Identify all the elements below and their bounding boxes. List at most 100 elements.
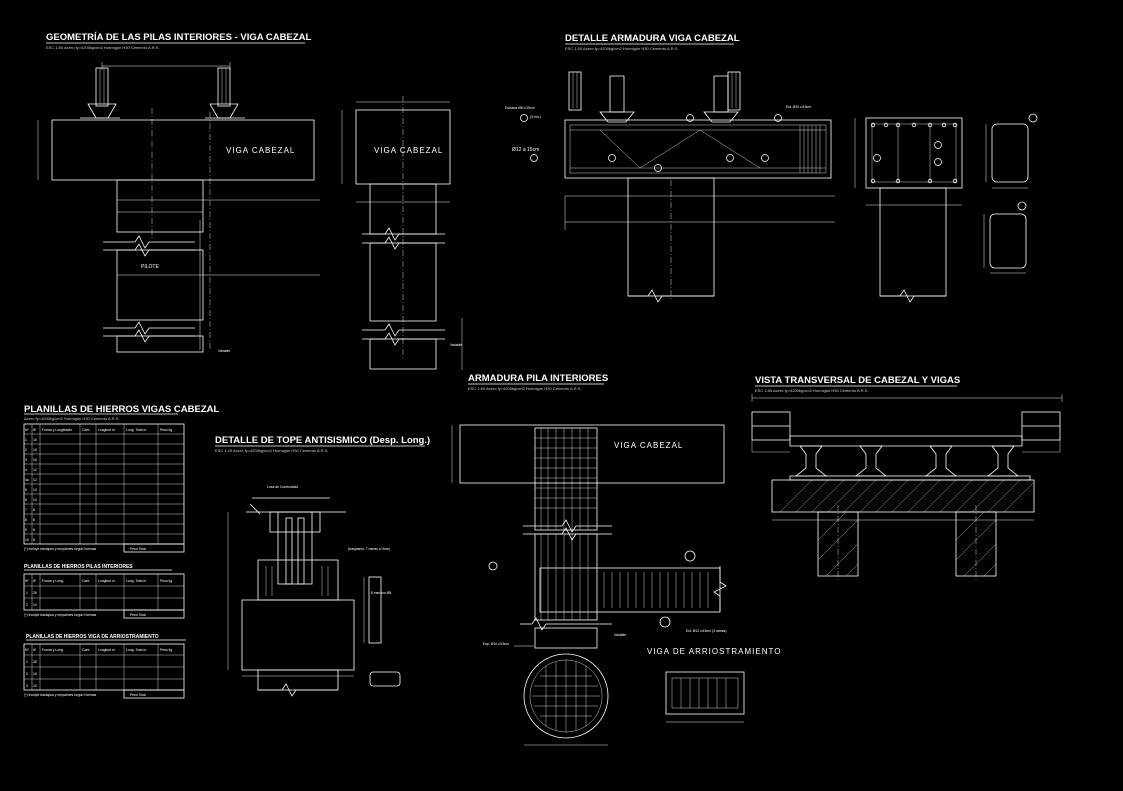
planilla-pilas-footnote: (*) Incluye traslapos y empalmes según N… xyxy=(24,613,96,617)
table-row: 3 xyxy=(26,684,28,688)
tope-callout-rama: (traspasos: 7 ramas c/ 5cm) xyxy=(348,547,390,551)
planilla-arriost-header-forma: Forma y Long. xyxy=(42,648,64,652)
table-row: 8 xyxy=(25,518,27,522)
planilla-viga-header-peso: Peso kg xyxy=(160,428,172,432)
table-row: 28 xyxy=(33,660,37,664)
planilla-viga-table: Nº Ø Forma y Longitudes Cant. Longitud m… xyxy=(23,423,185,553)
planilla-arriost-header-phi: Ø xyxy=(33,648,36,652)
geometria-pilote-label: PILOTE xyxy=(141,264,159,270)
planilla-pilas-table: PLANILLAS DE HIERROS PILAS INTERIORES Nº… xyxy=(23,564,185,619)
geometria-title: GEOMETRÍA DE LAS PILAS INTERIORES - VIGA… xyxy=(46,32,312,43)
planilla-arriost-footnote: (*) Incluye traslapos y empalmes según N… xyxy=(24,693,96,697)
planilla-pilas-header-phi: Ø xyxy=(33,579,36,583)
table-row: 1 xyxy=(26,591,28,595)
pila-viga-label: VIGA CABEZAL xyxy=(614,441,683,450)
planilla-arriost-header-longtotal: Long. Total m xyxy=(126,648,146,652)
planilla-pilas-header-n: Nº xyxy=(25,579,29,583)
geometria-variable-label: Variable xyxy=(218,349,230,353)
table-row: 12 xyxy=(33,478,37,482)
transversal-section xyxy=(751,394,1063,580)
armadura-viga-section xyxy=(854,117,963,303)
planilla-viga-header-long: Longitud m xyxy=(98,428,115,432)
armadura-viga-subtitle: ESC 1:50 Acero fy=4200kg/cm2 Hormigón H3… xyxy=(565,46,679,51)
geometria-viga-label: VIGA CABEZAL xyxy=(226,146,295,155)
armadura-callout-estribos: Estribos Ø8 c/15cm xyxy=(505,106,535,110)
pila-title: ARMADURA PILA INTERIORES xyxy=(468,373,608,384)
pila-arriost-label: VIGA DE ARRIOSTRAMIENTO xyxy=(647,647,781,656)
pila-callout-est: Est. Ø12 c/15cm (3 ramas) xyxy=(686,629,727,633)
armadura-callout-rama: (3 ent.) xyxy=(530,115,541,119)
table-row: 4a xyxy=(25,478,29,482)
geometria-viga-side-label: VIGA CABEZAL xyxy=(374,146,443,155)
table-row: 1 xyxy=(25,438,27,442)
armadura-viga-elevation: Estribos Ø8 c/15cm (3 ent.) Ø12 a 15cm E… xyxy=(505,71,835,303)
pila-variable-label: Variable xyxy=(614,633,626,637)
planilla-viga-total-label: Peso Total xyxy=(130,547,146,551)
transversal-title: VISTA TRANSVERSAL DE CABEZAL Y VIGAS xyxy=(755,375,960,386)
planilla-arriost-header-peso: Peso kg xyxy=(160,648,172,652)
geometria-side-view: VIGA CABEZAL Variable xyxy=(341,96,462,370)
planilla-viga-header-n: Nº xyxy=(25,428,29,432)
pila-elevation: VIGA CABEZAL xyxy=(451,424,727,649)
transversal-cap-beam xyxy=(771,479,1035,513)
table-row: 10 xyxy=(33,498,37,502)
armadura-viga-title: DETALLE ARMADURA VIGA CABEZAL xyxy=(565,33,740,44)
planilla-viga-header-cant: Cant. xyxy=(82,428,90,432)
planilla-arriost-header-long: Longitud m xyxy=(98,648,115,652)
table-row: 10 xyxy=(25,538,29,542)
geometria-variable-label-2: Variable xyxy=(450,343,462,347)
planilla-viga-header-phi: Ø xyxy=(33,428,36,432)
planilla-viga-title: PLANILLAS DE HIERROS VIGAS CABEZAL xyxy=(24,404,219,415)
planilla-pilas-total-label: Peso Total xyxy=(130,613,146,617)
table-row: 12 xyxy=(33,468,37,472)
table-row: 4 xyxy=(25,468,27,472)
armadura-callout-phi: Ø12 a 15cm xyxy=(512,147,539,153)
planilla-viga-header-forma: Forma y Longitudes xyxy=(42,428,72,432)
table-row: 10 xyxy=(33,488,37,492)
table-row: 10 xyxy=(33,603,37,607)
armadura-stirrup-details xyxy=(983,113,1038,274)
geometria-subtitle: ESC 1:50 Acero fy=4200kg/cm2 Hormigón H3… xyxy=(46,45,160,50)
planilla-viga-footnote: (*) Incluye traslapos y empalmes según N… xyxy=(24,547,96,551)
geometria-elevation: VIGA CABEZAL PILOTE Variable xyxy=(37,62,320,353)
table-row: 8 xyxy=(33,518,35,522)
table-row: 16 xyxy=(33,438,37,442)
planilla-pilas-header-longtotal: Long. Total m xyxy=(126,579,146,583)
armadura-callout-est: Est. Ø10 c/15cm xyxy=(786,105,811,109)
table-row: 28 xyxy=(33,591,37,595)
table-row: 9 xyxy=(25,528,27,532)
table-row: 8 xyxy=(33,538,35,542)
tope-detail: Losa de Continuidad (traspasos: 7 ramas … xyxy=(227,485,401,697)
table-row: 2 xyxy=(25,448,27,452)
table-row: 8 xyxy=(33,508,35,512)
tope-subtitle: ESC 1:20 Acero fy=4200kg/cm2 Hormigón H3… xyxy=(215,448,329,453)
table-row: 8 xyxy=(33,528,35,532)
pila-subtitle: ESC 1:50 Acero fy=4200kg/cm2 Hormigón H3… xyxy=(468,386,582,391)
table-row: 6 xyxy=(25,498,27,502)
planilla-arriost-title: PLANILLAS DE HIERROS VIGA DE ARRIOSTRAMI… xyxy=(26,634,159,640)
table-row: 16 xyxy=(33,448,37,452)
table-row: 1 xyxy=(26,660,28,664)
tope-losa-label: Losa de Continuidad xyxy=(267,485,298,489)
transversal-subtitle: ESC 1:50 Acero fy=4200kg/cm2 Hormigón H3… xyxy=(755,388,869,393)
tope-callout-estribos: 8 estribos Ø8 xyxy=(371,591,391,595)
planilla-arriost-table: PLANILLAS DE HIERROS VIGA DE ARRIOSTRAMI… xyxy=(23,634,186,699)
table-row: 7 xyxy=(25,508,27,512)
tope-title: DETALLE DE TOPE ANTISISMICO (Desp. Long.… xyxy=(215,435,430,446)
table-row: 16 xyxy=(33,458,37,462)
table-row: 2 xyxy=(26,672,28,676)
table-row: 5 xyxy=(25,488,27,492)
planilla-arriost-header-n: Nº xyxy=(25,648,29,652)
viga-arriostramiento-section: VIGA DE ARRIOSTRAMIENTO xyxy=(647,647,781,723)
pila-circular-section xyxy=(523,653,609,746)
planilla-viga-header-longtotal: Long. Total m xyxy=(126,428,146,432)
planilla-viga-subtitle: Acero fy=4200kg/cm2 Hormigón H30 Cemento… xyxy=(24,416,120,421)
planilla-pilas-header-cant: Cant. xyxy=(82,579,90,583)
planilla-arriost-header-cant: Cant. xyxy=(82,648,90,652)
table-row: 16 xyxy=(33,672,37,676)
table-row: 2 xyxy=(26,603,28,607)
table-row: 3 xyxy=(25,458,27,462)
planilla-pilas-header-forma: Forma y Long. xyxy=(42,579,64,583)
planilla-viga-rows: 1 16 2 16 3 16 4 12 4a 12 5 10 6 10 7 8 … xyxy=(25,438,37,542)
